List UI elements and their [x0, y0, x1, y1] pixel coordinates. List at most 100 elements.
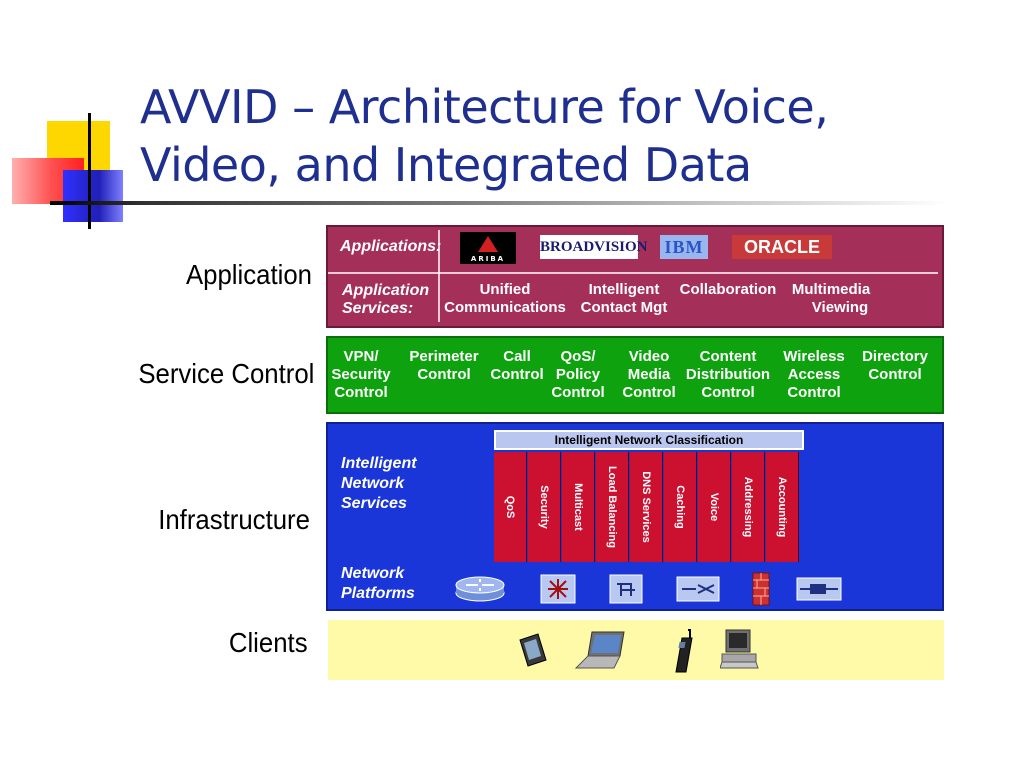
network-service-column: Caching: [664, 452, 697, 562]
app-service-line: Multimedia: [791, 281, 871, 298]
decor-vertical-line: [88, 113, 91, 229]
service-control-item-line: Distribution: [685, 366, 771, 383]
application-services-label: Application Services:: [342, 282, 429, 318]
network-service-label: QoS: [504, 495, 516, 519]
network-service-column: QoS: [494, 452, 527, 562]
broadvision-logo: BROADVISION: [540, 235, 648, 259]
ariba-triangle-icon: [478, 236, 498, 252]
service-control-item-line: Perimeter: [409, 348, 479, 365]
network-service-column: Addressing: [732, 452, 765, 562]
service-control-item-line: QoS/: [560, 348, 596, 365]
gateway-icon: [609, 574, 643, 604]
network-service-label: Accounting: [776, 476, 788, 538]
service-control-item-line: Control: [868, 366, 922, 383]
network-service-label: Security: [538, 485, 550, 529]
ins-label-line: Network: [341, 475, 405, 492]
service-control-item-line: Control: [787, 384, 841, 401]
layer-label-application: Application: [185, 259, 312, 290]
router-icon: [455, 576, 505, 602]
desktop-pc-icon: [720, 629, 759, 669]
pda-icon: [519, 633, 547, 667]
service-control-item-line: Content: [699, 348, 757, 365]
service-control-item-line: Call: [503, 348, 531, 365]
network-service-label: Voice: [708, 492, 720, 522]
app-service-line: Communications: [444, 299, 566, 316]
network-service-column: Security: [528, 452, 561, 562]
app-service-line: Contact Mgt: [580, 299, 668, 316]
service-control-item-line: VPN/: [343, 348, 379, 365]
firewall-icon: [752, 572, 770, 606]
platforms-label-line: Platforms: [341, 585, 415, 602]
service-control-item-line: Control: [417, 366, 471, 383]
service-control-band: [326, 336, 944, 414]
mobile-phone-icon: [675, 629, 693, 673]
service-control-item-line: Security: [331, 366, 391, 383]
app-service-line: Viewing: [811, 299, 869, 316]
service-control-item-line: Directory: [862, 348, 928, 365]
title-line-1: AVVID – Architecture for Voice,: [140, 80, 829, 134]
layer-label-clients: Clients: [229, 627, 308, 658]
switch-icon: [540, 574, 576, 604]
app-service-collaboration: Collaboration: [678, 281, 778, 299]
layer-label-service-control: Service Control: [137, 358, 314, 389]
intelligent-network-services-label: Intelligent Network Services: [341, 454, 417, 514]
network-service-label: DNS Services: [640, 471, 652, 543]
app-service-line: Intelligent: [588, 281, 660, 298]
service-control-item-line: Access: [787, 366, 841, 383]
network-platforms-label: Network Platforms: [341, 564, 415, 604]
applications-label: Applications:: [340, 238, 442, 255]
application-divider: [328, 272, 938, 274]
access-server-icon: [676, 576, 720, 602]
pix-icon: [796, 577, 842, 601]
network-service-label: Addressing: [742, 476, 754, 538]
service-control-item-line: Control: [551, 384, 605, 401]
clients-band: [328, 620, 944, 680]
ins-label-line: Services: [341, 495, 407, 512]
network-service-label: Load Balancing: [606, 466, 618, 548]
service-control-item-line: Policy: [555, 366, 601, 383]
app-service-unified-communications: Unified Communications: [444, 281, 566, 317]
decor-blue-block: [63, 170, 123, 222]
network-service-label: Caching: [674, 485, 686, 529]
application-services-label-line1: Application: [342, 282, 430, 299]
service-control-item-line: Control: [622, 384, 676, 401]
network-service-column: Voice: [698, 452, 731, 562]
app-service-line: Collaboration: [679, 281, 777, 298]
service-control-item-line: Wireless: [783, 348, 845, 365]
network-service-column: DNS Services: [630, 452, 663, 562]
network-service-column: Accounting: [766, 452, 799, 562]
network-service-label: Multicast: [572, 483, 584, 531]
title-line-2: Video, and Integrated Data: [140, 138, 752, 192]
service-control-item-line: Media: [627, 366, 671, 383]
slide-title: AVVID – Architecture for Voice, Video, a…: [140, 78, 960, 194]
network-service-column: Load Balancing: [596, 452, 629, 562]
application-label-divider: [438, 230, 440, 322]
service-control-item-line: Control: [490, 366, 544, 383]
platforms-label-line: Network: [341, 565, 405, 582]
network-service-column: Multicast: [562, 452, 595, 562]
laptop-icon: [574, 631, 625, 669]
title-underline: [50, 201, 950, 205]
ins-label-line: Intelligent: [341, 455, 417, 472]
layer-label-infrastructure: Infrastructure: [158, 504, 310, 535]
service-control-item-line: Control: [701, 384, 755, 401]
service-control-item-line: Video: [628, 348, 670, 365]
ibm-logo: IBM: [660, 235, 708, 259]
oracle-logo: ORACLE: [732, 235, 832, 259]
ariba-logo-text: ARIBA: [470, 255, 506, 263]
app-service-intelligent-contact-mgt: Intelligent Contact Mgt: [576, 281, 672, 317]
app-service-multimedia-viewing: Multimedia Viewing: [786, 281, 876, 317]
service-control-item-line: Control: [334, 384, 388, 401]
app-service-line: Unified: [479, 281, 531, 298]
ariba-logo: ARIBA: [460, 232, 516, 264]
intelligent-network-classification-bar: Intelligent Network Classification: [494, 430, 804, 450]
application-services-label-line2: Services:: [342, 300, 414, 317]
